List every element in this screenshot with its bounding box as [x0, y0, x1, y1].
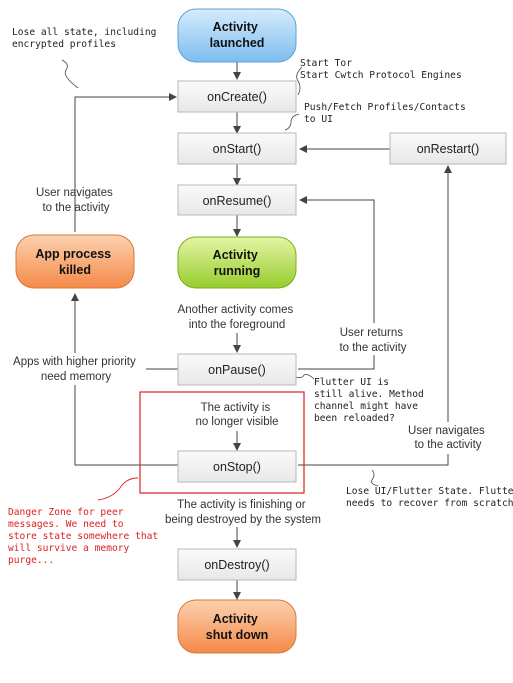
killed-line-2: killed — [59, 263, 91, 277]
ondestroy-box — [177, 548, 297, 581]
label-finishing: The activity is finishing or being destr… — [165, 499, 321, 526]
onstart-label: onStart() — [213, 142, 262, 156]
arrow-onpause-to-onresume — [298, 196, 375, 370]
oncreate-box — [177, 80, 297, 113]
arrow-onpause-stop-to-killed — [71, 293, 178, 466]
danger-zone-leader — [97, 477, 139, 501]
onstart-box — [177, 132, 297, 165]
callback-onresume: onResume() — [177, 184, 297, 216]
callback-onstart: onStart() — [177, 132, 297, 165]
app-process-killed-pill — [15, 234, 135, 289]
oncreate-label: onCreate() — [207, 90, 267, 104]
callback-onrestart: onRestart() — [389, 132, 507, 165]
killed-line-1: App process — [35, 247, 111, 261]
callback-onstop: onStop() — [177, 450, 297, 483]
label-user-navigates-right: User navigates to the activity — [408, 425, 488, 451]
launched-line-1: Activity — [213, 20, 258, 34]
svg-text:Activity running: Activity running — [213, 248, 262, 278]
callback-ondestroy: onDestroy() — [177, 548, 297, 581]
svg-text:App process killed: App process killed — [35, 247, 114, 277]
onstop-box — [177, 450, 297, 483]
label-user-returns-bg — [334, 323, 412, 355]
label-user-returns: User returns to the activity — [339, 327, 406, 354]
shutdown-line-2: shut down — [206, 628, 269, 642]
note-leader-lose-ui — [371, 469, 379, 487]
label-user-navigates-left: User navigates to the activity — [36, 187, 116, 214]
note-start-tor: Start Tor Start Cwtch Protocol Engines — [300, 58, 462, 81]
note-leader-start-tor — [296, 66, 303, 96]
label-apps-priority-bg — [4, 353, 146, 385]
shutdown-line-1: Activity — [213, 612, 258, 626]
onrestart-label: onRestart() — [417, 142, 480, 156]
onresume-box — [177, 184, 297, 216]
label-apps-priority: Apps with higher priority need memory — [13, 356, 139, 383]
onrestart-box — [389, 132, 507, 165]
label-user-navigates-right-bg — [404, 422, 496, 454]
onpause-label: onPause() — [208, 363, 266, 377]
activity-running-pill — [177, 236, 297, 289]
activity-launched-pill — [177, 8, 297, 63]
onpause-box — [177, 353, 297, 386]
note-push-fetch: Push/Fetch Profiles/Contacts to UI — [304, 102, 472, 125]
svg-text:Activity launched: Activity launched — [210, 20, 265, 50]
running-line-2: running — [214, 264, 261, 278]
ondestroy-label: onDestroy() — [204, 558, 269, 572]
state-activity-shut-down: Activity shut down — [177, 599, 297, 654]
note-lose-state: Lose all state, including encrypted prof… — [12, 27, 162, 50]
note-leader-push-fetch — [284, 113, 300, 131]
svg-text:Activity shut down: Activity shut down — [206, 612, 269, 642]
activity-shut-down-pill — [177, 599, 297, 654]
state-activity-running: Activity running — [177, 236, 297, 289]
state-activity-launched: Activity launched — [177, 8, 297, 63]
label-no-longer-visible: The activity is no longer visible — [195, 402, 278, 428]
callback-onpause: onPause() — [177, 353, 297, 386]
onstop-label: onStop() — [213, 460, 261, 474]
note-lose-ui: Lose UI/Flutter State. Flutter needs to … — [346, 486, 513, 509]
running-line-1: Activity — [213, 248, 258, 262]
onresume-label: onResume() — [203, 194, 272, 208]
note-danger-zone: Danger Zone for peer messages. We need t… — [8, 507, 164, 566]
arrow-onstop-to-onrestart — [298, 165, 452, 466]
note-leader-lose-state — [61, 59, 79, 89]
note-flutter-alive: Flutter UI is still alive. Method channe… — [314, 377, 430, 424]
state-app-process-killed: App process killed — [15, 234, 135, 289]
arrow-killed-to-oncreate — [74, 93, 177, 232]
note-leader-flutter-alive — [295, 374, 315, 380]
label-another-activity: Another activity comes into the foregrou… — [178, 304, 297, 331]
danger-zone-box — [139, 391, 305, 494]
launched-line-2: launched — [210, 36, 265, 50]
callback-oncreate: onCreate() — [177, 80, 297, 113]
